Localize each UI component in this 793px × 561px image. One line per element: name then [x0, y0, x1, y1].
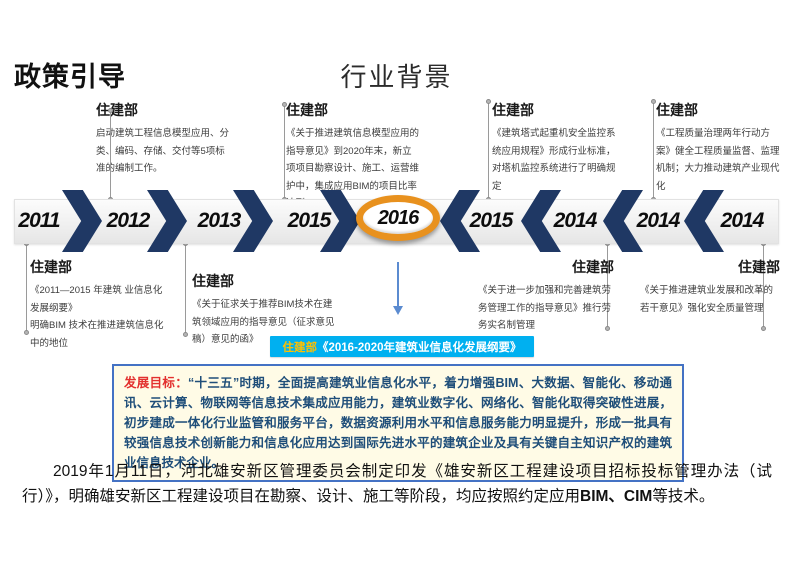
annotation-text: 启动建筑工程信息模型应用、分类、编码、存储、交付等5项标准的编制工作。 [96, 128, 230, 175]
connector-line [183, 241, 188, 337]
annotation-2014-labor: 住建部 《关于进一步加强和完善建筑劳务管理工作的指导意见》推行劳务实名制管理 [478, 257, 614, 335]
highlight-year: 2016 [377, 206, 419, 229]
footer-bold-bim-cim: BIM、CIM [580, 487, 653, 505]
xiongan-paragraph: 2019年1月11日，河北雄安新区管理委员会制定印发《雄安新区工程建设项目招标投… [22, 460, 772, 510]
annotation-2012: 住建部 启动建筑工程信息模型应用、分类、编码、存储、交付等5项标准的编制工作。 [96, 100, 231, 178]
ministry-label: 住建部 [192, 273, 234, 289]
timeline-year: 2014 [720, 209, 765, 232]
goal-text: “十三五”时期，全面提高建筑业信息化水平，着力增强BIM、大数据、智能化、移动通… [124, 376, 672, 470]
outline-banner: 住建部 《2016-2020年建筑业信息化发展纲要》 [270, 336, 534, 357]
timeline-year: 2012 [106, 209, 151, 232]
ministry-label: 住建部 [30, 259, 72, 275]
timeline-year: 2014 [636, 209, 681, 232]
ministry-label: 住建部 [656, 102, 698, 118]
timeline-year: 2014 [553, 209, 598, 232]
page-title-industry: 行业背景 [340, 62, 453, 92]
connector-line [486, 99, 491, 202]
ministry-label: 住建部 [492, 102, 534, 118]
ministry-label: 住建部 [738, 259, 780, 275]
annotation-text: 《工程质量治理两年行动方案》健全工程质量监督、监理机制；大力推动建筑产业现代化 [656, 128, 780, 192]
timeline-year: 2011 [18, 209, 60, 232]
timeline-year: 2015 [287, 209, 332, 232]
goal-label: 发展目标： [124, 376, 188, 390]
down-arrow-icon [393, 262, 403, 315]
connector-line [108, 108, 113, 202]
annotation-2015-right: 住建部 《建筑塔式起重机安全监控系统应用规程》形成行业标准，对塔机监控系统进行了… [492, 100, 618, 195]
timeline-year: 2013 [197, 209, 242, 232]
annotation-text: 《关于征求关于推荐BIM技术在建筑领域应用的指导意见（征求意见稿）意见的函》 [192, 299, 335, 346]
highlight-year-ring: 2016 [356, 195, 440, 241]
banner-ministry: 住建部 [282, 341, 318, 354]
annotation-text: 《建筑塔式起重机安全监控系统应用规程》形成行业标准，对塔机监控系统进行了明确规定 [492, 128, 616, 192]
ministry-label: 住建部 [572, 259, 614, 275]
footer-text-before: 2019年1月11日，河北雄安新区管理委员会制定印发《雄安新区工程建设项目招标投… [22, 463, 772, 505]
page-title-policy: 政策引导 [14, 62, 126, 92]
annotation-2011: 住建部 《2011—2015 年建筑 业信息化发展纲要》 明确BIM 技术在推进… [30, 257, 170, 352]
annotation-2014-top: 住建部 《工程质量治理两年行动方案》健全工程质量监督、监理机制；大力推动建筑产业… [656, 100, 784, 195]
annotation-text: 《2011—2015 年建筑 业信息化发展纲要》 明确BIM 技术在推进建筑信息… [30, 285, 164, 349]
ministry-label: 住建部 [96, 102, 138, 118]
connector-line [282, 102, 287, 202]
footer-text-after: 等技术。 [652, 487, 715, 505]
annotation-2014-reform: 住建部 《关于推进建筑业发展和改革的若干意见》强化安全质量管理 [640, 257, 780, 317]
annotation-text: 《关于推进建筑业发展和改革的若干意见》强化安全质量管理 [640, 285, 774, 314]
timeline-year: 2015 [469, 209, 514, 232]
banner-title: 《2016-2020年建筑业信息化发展纲要》 [317, 341, 522, 354]
annotation-2013: 住建部 《关于征求关于推荐BIM技术在建筑领域应用的指导意见（征求意见稿）意见的… [192, 271, 340, 349]
annotation-text: 《关于进一步加强和完善建筑劳务管理工作的指导意见》推行劳务实名制管理 [478, 285, 612, 332]
connector-line [651, 99, 656, 202]
connector-line [24, 241, 29, 335]
development-goal-box: 发展目标：“十三五”时期，全面提高建筑业信息化水平，着力增强BIM、大数据、智能… [112, 364, 684, 482]
ministry-label: 住建部 [286, 102, 328, 118]
